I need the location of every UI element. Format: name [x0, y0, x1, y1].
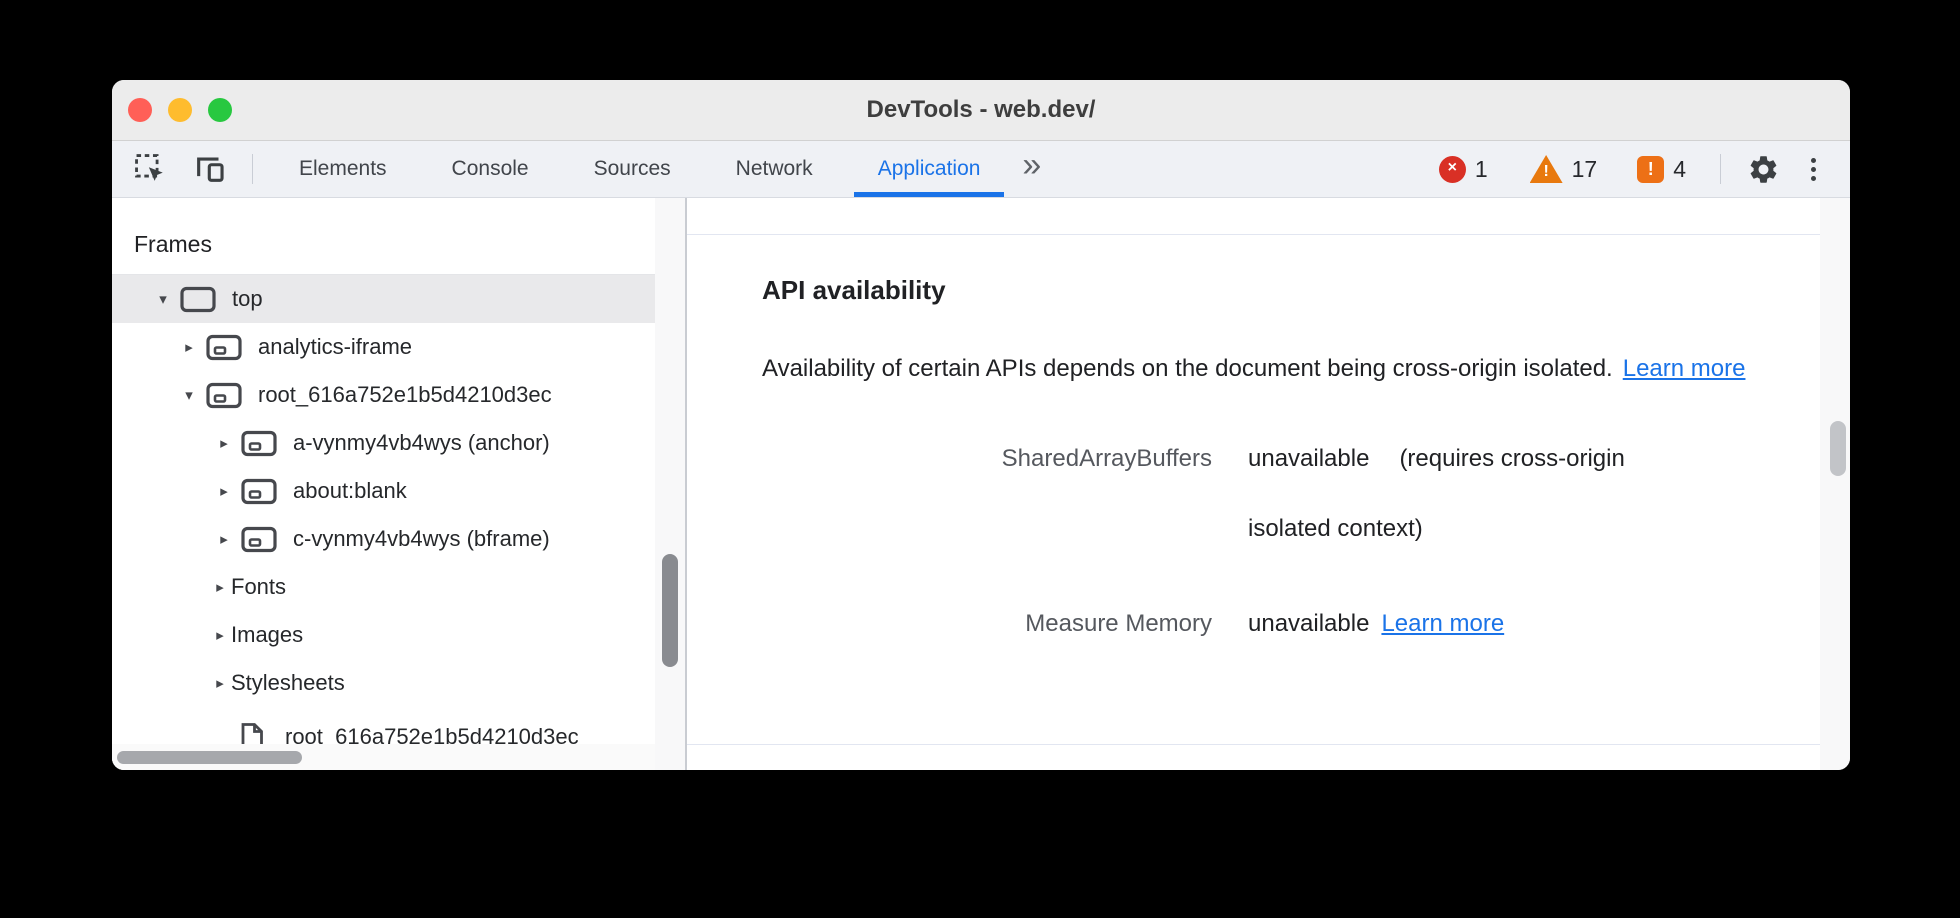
learn-more-link[interactable]: Learn more — [1381, 610, 1505, 637]
iframe-icon — [206, 382, 242, 409]
tree-item-label: analytics-iframe — [258, 334, 413, 359]
iframe-icon — [241, 478, 277, 505]
table-row: SharedArrayBuffers unavailable(requires … — [762, 424, 1820, 564]
chevron-right-icon[interactable] — [211, 674, 229, 692]
frames-section-header[interactable]: Frames — [112, 198, 655, 275]
devtools-toolbar: Elements Console Sources Network Applica… — [112, 141, 1850, 198]
tree-item-anchor-frame[interactable]: a-vynmy4vb4wys (anchor) — [112, 419, 655, 467]
tab-sources[interactable]: Sources — [593, 157, 671, 180]
chevron-right-icon[interactable] — [180, 338, 198, 356]
tab-network[interactable]: Network — [735, 157, 813, 180]
chevron-right-icon[interactable] — [211, 578, 229, 596]
api-availability-section: API availability Availability of certain… — [687, 235, 1820, 745]
error-badge[interactable]: 1 — [1438, 155, 1488, 183]
dot — [1811, 166, 1816, 172]
chevron-right-icon[interactable] — [215, 434, 233, 452]
row-value: unavailable(requires cross-origin isolat… — [1248, 424, 1708, 564]
tree-item-label: about:blank — [293, 478, 407, 503]
chevron-right-icon[interactable] — [211, 626, 229, 644]
settings-button[interactable] — [1745, 151, 1781, 187]
devtools-window: DevTools - web.dev/ Elements Console Sou… — [112, 80, 1850, 770]
sidebar-vertical-scrollbar-thumb[interactable] — [662, 554, 678, 667]
availability-note: (requires cross-origin isolated context) — [1248, 445, 1625, 542]
main-vertical-scrollbar[interactable] — [1820, 198, 1850, 770]
frame-icon — [180, 286, 216, 313]
close-button[interactable] — [128, 98, 152, 122]
customize-devtools-button[interactable] — [1807, 154, 1820, 185]
tab-application[interactable]: Application — [852, 141, 1007, 197]
sidebar-horizontal-scrollbar-thumb[interactable] — [117, 751, 302, 764]
tree-item-label: top — [232, 286, 263, 311]
chevron-right-icon[interactable] — [215, 530, 233, 548]
sidebar-main-divider[interactable] — [685, 198, 687, 770]
panel-content: Frames top analytics-iframe — [112, 198, 1850, 770]
tree-item-label: Fonts — [231, 574, 287, 599]
dot — [1811, 157, 1816, 163]
tree-item-label: Images — [231, 622, 304, 647]
window-title: DevTools - web.dev/ — [866, 96, 1096, 123]
sidebar-horizontal-scrollbar[interactable] — [112, 744, 655, 770]
warning-count: 17 — [1571, 155, 1598, 182]
frame-details-view: API availability Availability of certain… — [687, 198, 1820, 770]
row-value: unavailable Learn more — [1248, 589, 1708, 659]
tree-item-top[interactable]: top — [112, 275, 655, 323]
table-row: Measure Memory unavailable Learn more — [762, 589, 1820, 659]
toolbar-separator — [252, 154, 253, 184]
tree-item-images[interactable]: Images — [112, 611, 655, 659]
inspect-cursor-icon — [135, 154, 163, 181]
learn-more-link[interactable]: Learn more — [1622, 355, 1746, 382]
row-label: Measure Memory — [1025, 610, 1212, 637]
device-toolbar-icon — [197, 157, 224, 182]
error-icon — [1438, 155, 1466, 183]
previous-section-tail — [687, 198, 1820, 235]
iframe-icon — [241, 526, 277, 553]
issues-count: 4 — [1673, 155, 1686, 182]
inspect-element-button[interactable] — [132, 151, 168, 187]
error-count: 1 — [1474, 155, 1488, 182]
toggle-device-toolbar-button[interactable] — [192, 151, 228, 187]
tab-console[interactable]: Console — [451, 157, 529, 180]
chevron-down-icon[interactable] — [180, 386, 198, 404]
chevron-down-icon[interactable] — [154, 290, 172, 308]
chevron-right-icon[interactable] — [215, 482, 233, 500]
window-controls — [128, 98, 232, 122]
tree-item-about-blank[interactable]: about:blank — [112, 467, 655, 515]
tree-item-stylesheets[interactable]: Stylesheets — [112, 659, 655, 707]
tree-item-analytics-iframe[interactable]: analytics-iframe — [112, 323, 655, 371]
availability-status: unavailable — [1248, 610, 1370, 637]
tree-item-label: root_616a752e1b5d4210d3ec — [258, 382, 552, 407]
panel-tabs: Elements Console Sources Network Applica… — [273, 141, 1006, 197]
iframe-icon — [206, 334, 242, 361]
gear-icon — [1750, 155, 1776, 183]
row-label: SharedArrayBuffers — [1001, 445, 1212, 472]
dot — [1811, 175, 1816, 181]
tree-item-bframe[interactable]: c-vynmy4vb4wys (bframe) — [112, 515, 655, 563]
minimize-button[interactable] — [168, 98, 192, 122]
tree-item-label: c-vynmy4vb4wys (bframe) — [293, 526, 550, 551]
toolbar-separator — [1720, 154, 1721, 184]
more-tabs-button[interactable]: » — [1022, 146, 1042, 184]
main-vertical-scrollbar-thumb[interactable] — [1830, 421, 1846, 476]
tree-item-label: a-vynmy4vb4wys (anchor) — [293, 430, 550, 455]
warning-icon — [1529, 155, 1563, 183]
iframe-icon — [241, 430, 277, 457]
section-heading: API availability — [762, 275, 946, 305]
tree-item-fonts[interactable]: Fonts — [112, 563, 655, 611]
api-availability-table: SharedArrayBuffers unavailable(requires … — [762, 424, 1820, 659]
availability-status: unavailable — [1248, 445, 1370, 472]
section-description: Availability of certain APIs depends on … — [762, 334, 1767, 404]
tab-elements[interactable]: Elements — [299, 157, 387, 180]
tree-item-root-frame[interactable]: root_616a752e1b5d4210d3ec — [112, 371, 655, 419]
sidebar-vertical-scrollbar[interactable] — [655, 198, 685, 770]
zoom-button[interactable] — [208, 98, 232, 122]
description-text: Availability of certain APIs depends on … — [762, 355, 1613, 382]
warning-badge[interactable]: 17 — [1529, 155, 1598, 183]
tree-item-label: Stylesheets — [231, 670, 345, 695]
titlebar: DevTools - web.dev/ — [112, 80, 1850, 141]
issues-icon — [1637, 155, 1665, 183]
issues-badge[interactable]: 4 — [1637, 155, 1686, 183]
toolbar-right-cluster: 1 17 4 — [1438, 151, 1820, 187]
application-sidebar: Frames top analytics-iframe — [112, 198, 655, 770]
